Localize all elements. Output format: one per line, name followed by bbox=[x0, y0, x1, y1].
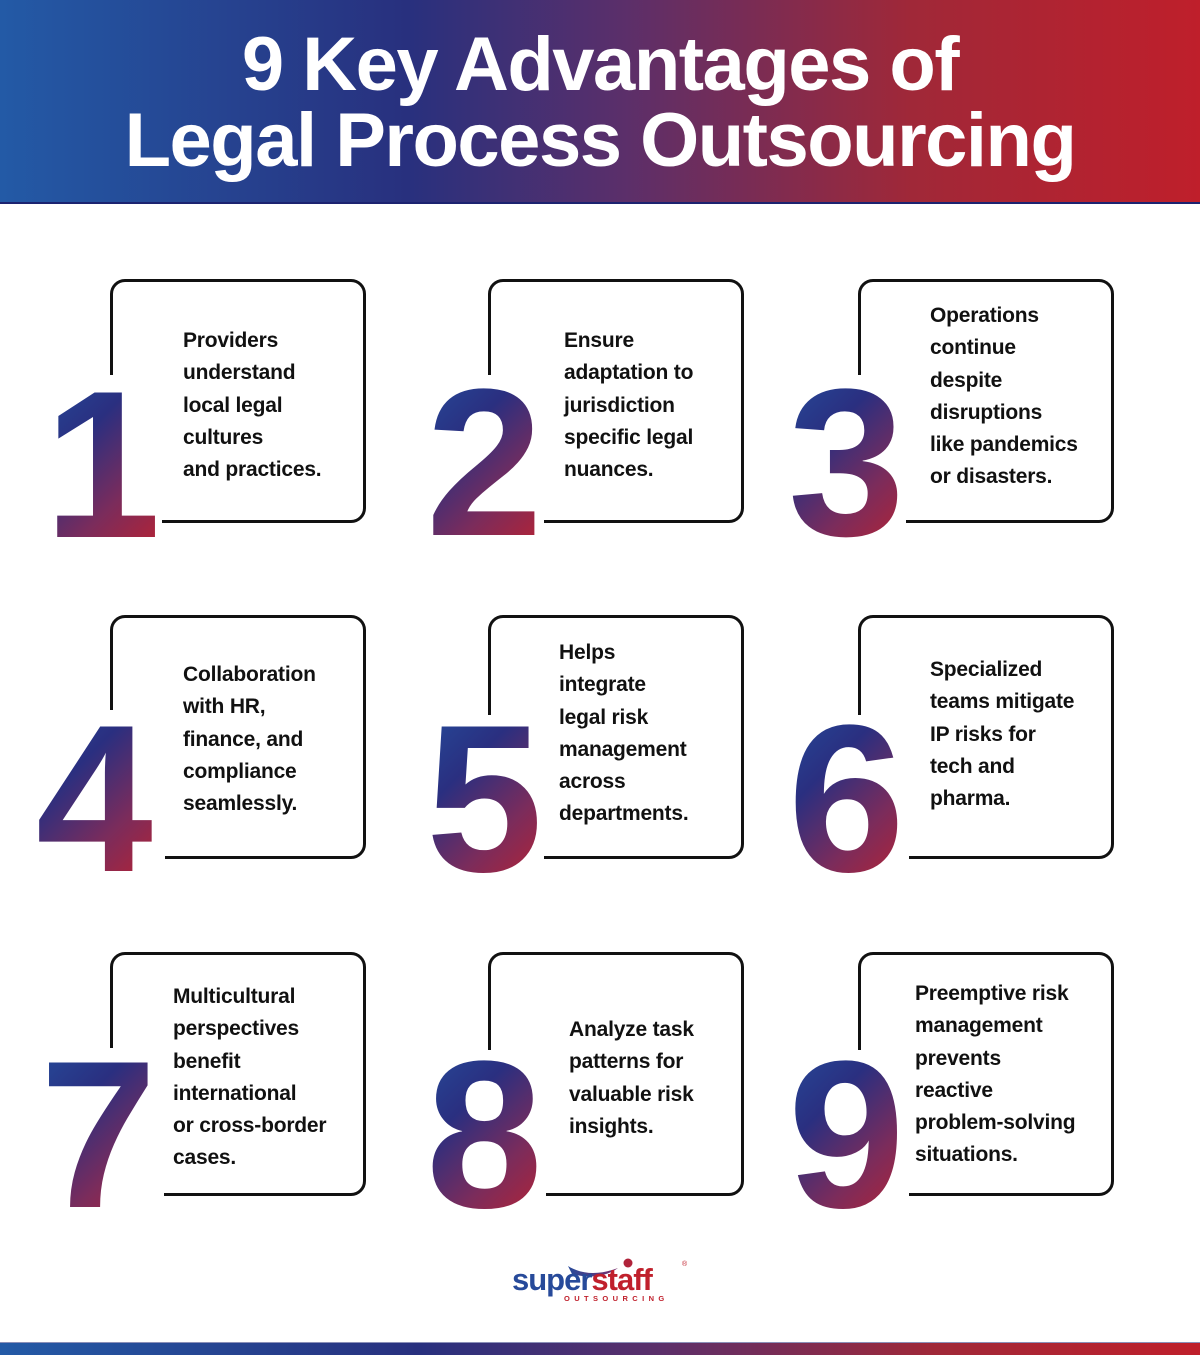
advantage-number: 9 bbox=[788, 1017, 905, 1252]
advantage-text: Providers understand local legal culture… bbox=[183, 329, 322, 482]
advantage-number: 7 bbox=[40, 1017, 157, 1252]
advantage-card-4: 4 Collaboration with HR, finance, and co… bbox=[30, 600, 400, 904]
title-banner: 9 Key Advantages of Legal Process Outsou… bbox=[0, 0, 1200, 204]
swoosh-icon bbox=[568, 1258, 633, 1277]
advantage-number: 3 bbox=[788, 345, 905, 580]
superstaff-logo: superstaff ® OUTSOURCING bbox=[512, 1258, 692, 1304]
advantage-card-9: 9 Preemptive risk management prevents re… bbox=[780, 940, 1150, 1240]
advantage-number: 2 bbox=[426, 345, 543, 580]
advantage-number: 5 bbox=[426, 681, 543, 916]
advantage-text: Specialized teams mitigate IP risks for … bbox=[930, 658, 1075, 811]
title-line-2: Legal Process Outsourcing bbox=[124, 98, 1077, 183]
advantage-text: Multicultural perspectives benefit inter… bbox=[173, 985, 327, 1170]
advantage-card-8: 8 Analyze task patterns for valuable ris… bbox=[420, 940, 790, 1240]
advantage-text: Operations continue despite disruptions … bbox=[930, 304, 1078, 489]
advantage-number: 8 bbox=[426, 1017, 543, 1252]
advantage-card-3: 3 Operations continue despite disruption… bbox=[780, 270, 1150, 568]
advantage-card-2: 2 Ensure adaptation to jurisdiction spec… bbox=[420, 270, 790, 568]
advantage-text: Collaboration with HR, finance, and comp… bbox=[183, 663, 316, 816]
advantage-text: Preemptive risk management prevents reac… bbox=[915, 982, 1076, 1167]
advantage-card-7: 7 Multicultural perspectives benefit int… bbox=[30, 940, 400, 1240]
footer-gradient-bar bbox=[0, 1342, 1200, 1355]
advantage-card-6: 6 Specialized teams mitigate IP risks fo… bbox=[780, 600, 1150, 904]
advantage-number: 1 bbox=[44, 347, 161, 582]
advantage-card-1: 1 Providers understand local legal cultu… bbox=[40, 270, 410, 570]
registered-mark: ® bbox=[682, 1261, 688, 1268]
logo-wordmark: superstaff bbox=[512, 1262, 653, 1297]
advantage-card-5: 5 Helps integrate legal risk management … bbox=[420, 600, 790, 904]
title-line-1: 9 Key Advantages of bbox=[241, 22, 960, 107]
advantage-number: 4 bbox=[36, 681, 153, 916]
advantage-text: Analyze task patterns for valuable risk … bbox=[569, 1018, 694, 1138]
advantage-number: 6 bbox=[788, 681, 905, 916]
advantage-text: Ensure adaptation to jurisdiction specif… bbox=[564, 329, 694, 482]
advantage-text: Helps integrate legal risk management ac… bbox=[559, 641, 689, 826]
logo-tagline: OUTSOURCING bbox=[564, 1294, 669, 1303]
